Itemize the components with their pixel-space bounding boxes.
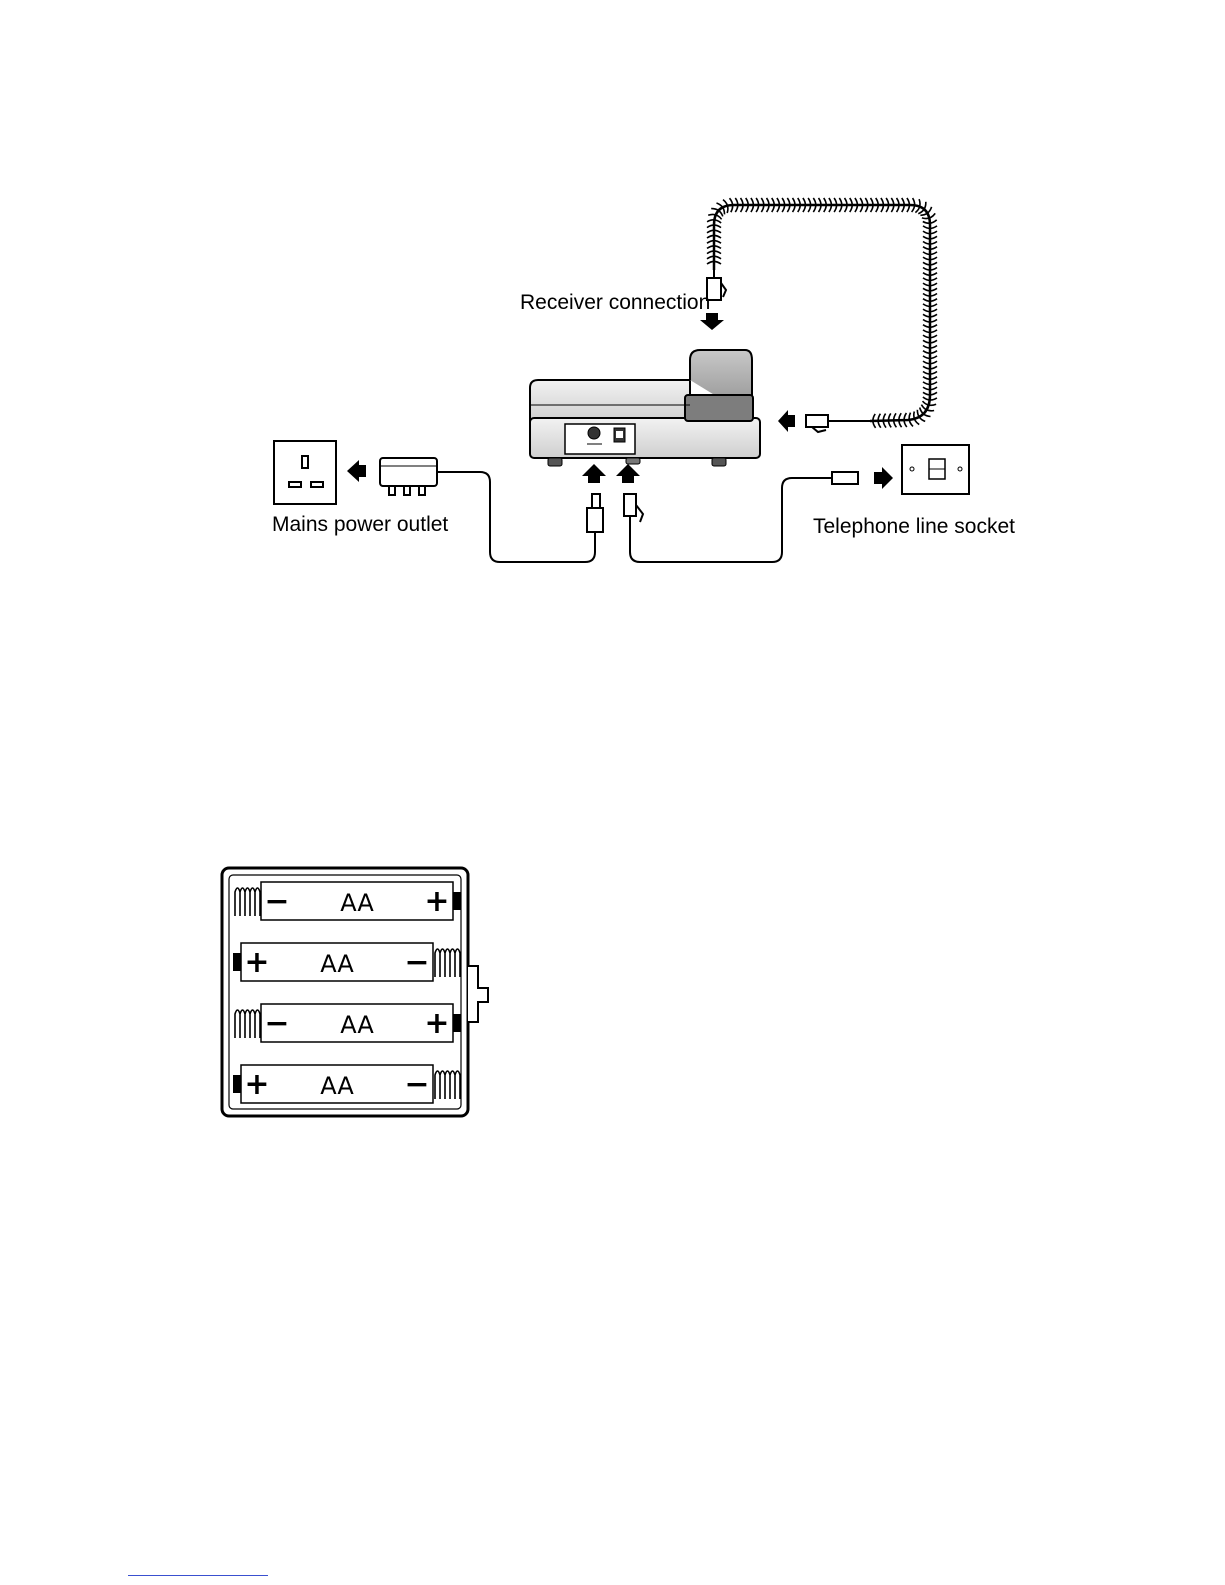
flat-contact — [233, 953, 241, 971]
wall-line-plug — [832, 472, 858, 484]
battery-slot: + AA − — [233, 943, 460, 981]
line-plug — [624, 494, 643, 530]
dc-power-plug — [587, 494, 603, 546]
battery-slot: − AA + — [235, 1004, 461, 1042]
battery-left-terminal-sign: − — [264, 1006, 289, 1041]
handset-left-arrow — [778, 410, 795, 432]
battery-type-label: AA — [340, 1011, 374, 1039]
outlet-left-arrow — [347, 460, 366, 482]
footer-rule — [128, 1575, 268, 1576]
connection-diagram: Receiver connection Mains power outlet T… — [272, 198, 1015, 562]
receiver-down-arrow — [700, 313, 724, 330]
cord-end-plug — [806, 415, 870, 432]
telephone-wall-socket — [902, 445, 969, 494]
battery-right-terminal-sign: + — [424, 884, 449, 919]
line-cable — [630, 478, 832, 562]
receiver-connection-label: Receiver connection — [520, 291, 710, 314]
battery-type-label: AA — [340, 889, 374, 917]
battery-right-terminal-sign: + — [424, 1006, 449, 1041]
battery-type-label: AA — [320, 950, 354, 978]
mains-power-outlet-label: Mains power outlet — [272, 513, 448, 536]
mains-outlet — [274, 441, 336, 504]
power-cable — [437, 472, 595, 562]
battery-left-terminal-sign: + — [244, 945, 269, 980]
power-adapter — [380, 458, 437, 495]
line-up-arrow — [616, 464, 640, 483]
telephone-base — [530, 350, 760, 466]
flat-contact — [233, 1075, 241, 1093]
battery-type-label: AA — [320, 1072, 354, 1100]
socket-right-arrow — [874, 467, 893, 489]
flat-contact — [453, 1014, 461, 1032]
battery-right-terminal-sign: − — [404, 1067, 429, 1102]
battery-slot: + AA − — [233, 1065, 460, 1103]
battery-left-terminal-sign: + — [244, 1067, 269, 1102]
flat-contact — [453, 892, 461, 910]
battery-right-terminal-sign: − — [404, 945, 429, 980]
battery-slot: − AA + — [235, 882, 461, 920]
power-up-arrow — [582, 464, 606, 483]
battery-left-terminal-sign: − — [264, 884, 289, 919]
battery-holder: − AA + + AA − − AA + + AA − — [222, 868, 488, 1116]
telephone-line-socket-label: Telephone line socket — [813, 515, 1015, 538]
